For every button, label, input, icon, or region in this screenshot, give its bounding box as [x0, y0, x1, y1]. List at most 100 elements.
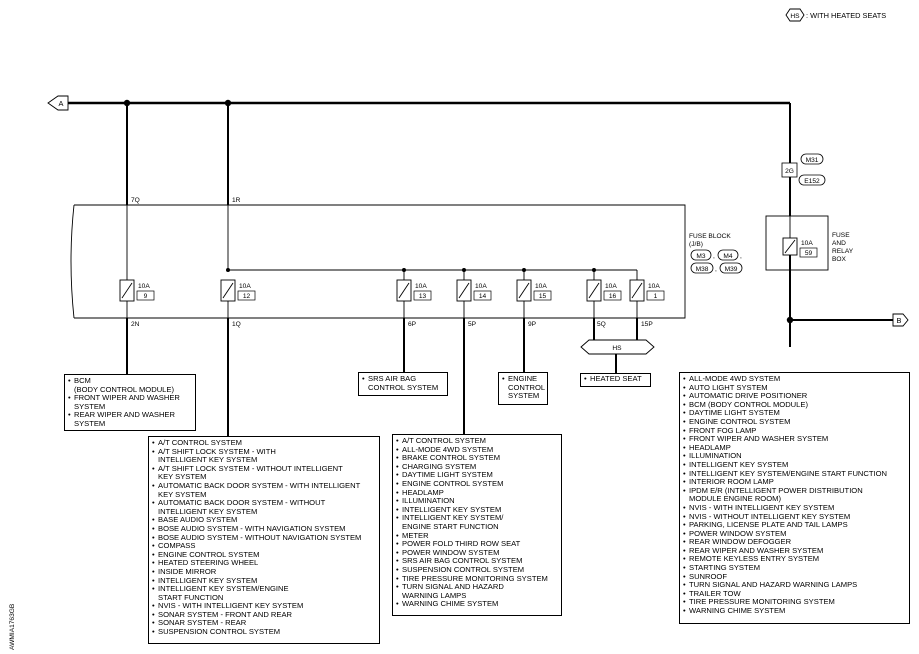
relay-box-title: RELAY: [832, 248, 854, 255]
system-list-item: INTERIOR ROOM LAMP: [683, 478, 906, 487]
separator-comma: ,: [715, 266, 717, 273]
system-list-item: SUSPENSION CONTROL SYSTEM: [396, 565, 558, 575]
system-list-item: AUTOMATIC DRIVE POSITIONER: [683, 392, 906, 401]
fuse-symbol-element: [222, 282, 234, 299]
system-list-item: IPDM E/R (INTELLIGENT POWER DISTRIBUTION: [683, 486, 906, 496]
system-list-item: HEATED SEAT: [584, 374, 647, 384]
fuse-number-box: [603, 290, 622, 301]
connector-tag-label: M31: [806, 157, 819, 164]
system-list-item: PARKING, LICENSE PLATE AND TAIL LAMPS: [683, 520, 906, 530]
connector-tag: [690, 262, 714, 274]
system-list-item: COMPASS: [152, 542, 376, 551]
fuse-block-subtitle: (J/B): [689, 241, 703, 248]
separator-comma: ,: [740, 253, 742, 260]
fuse12-systems-box: A/T CONTROL SYSTEM A/T SHIFT LOCK SYSTEM …: [148, 436, 380, 644]
system-list-item: TIRE PRESSURE MONITORING SYSTEM: [683, 598, 906, 607]
hs-option-tag: [580, 339, 655, 355]
system-list-item: BASE AUDIO SYSTEM: [152, 516, 376, 525]
system-list-item: INTELLIGENT KEY SYSTEM/: [396, 514, 558, 523]
connector-tag: [798, 174, 826, 186]
system-list-item: DAYTIME LIGHT SYSTEM: [683, 409, 906, 418]
system-list-item: POWER FOLD THIRD ROW SEAT: [396, 540, 558, 549]
connector-tag: [717, 249, 739, 261]
connector-a-label: A: [59, 99, 64, 108]
fuse-symbol-element: [398, 282, 410, 299]
system-list-item: INTELLIGENT KEY SYSTEM/ENGINE: [152, 584, 376, 594]
relay-box-systems-box: ALL-MODE 4WD SYSTEMAUTO LIGHT SYSTEMAUTO…: [679, 372, 910, 624]
system-list-item: BOSE AUDIO SYSTEM - WITH NAVIGATION SYST…: [152, 524, 376, 534]
system-list-item: SRS AIR BAG: [362, 374, 444, 384]
system-list-item-continuation: START FUNCTION: [158, 592, 224, 602]
pin-label: 9P: [528, 321, 537, 328]
fuse-number-box: [413, 290, 432, 301]
connector-tag: [800, 153, 824, 165]
system-list-item: REAR WIPER AND WASHER: [68, 411, 192, 420]
system-list-item: FRONT WIPER AND WASHER SYSTEM: [683, 435, 906, 444]
system-list-item: FRONT FOG LAMP: [683, 426, 906, 436]
system-list-item-continuation: KEY SYSTEM: [158, 489, 207, 499]
fuse-amp: 10A: [138, 283, 150, 290]
system-list-item: FRONT WIPER AND WASHER: [68, 394, 192, 403]
system-list-item-continuation: INTELLIGENT KEY SYSTEM: [158, 506, 258, 516]
system-list-item-continuation: CONTROL: [508, 382, 546, 392]
pin-label: 7Q: [131, 197, 140, 204]
system-list-item: ILLUMINATION: [396, 497, 558, 506]
system-list-item: INTELLIGENT KEY SYSTEM: [683, 460, 906, 470]
fuse-symbol-element: [458, 282, 470, 299]
fuse-symbol-element: [518, 282, 530, 299]
fuse-number: 1: [654, 293, 658, 300]
system-list-item-continuation: MODULE ENGINE ROOM): [689, 494, 781, 504]
system-list-item: AUTOMATIC BACK DOOR SYSTEM - WITH INTELL…: [152, 481, 376, 491]
fuse-symbol-element: [588, 282, 600, 299]
system-list-item: SUSPENSION CONTROL SYSTEM: [152, 627, 376, 637]
pin-label: 1Q: [232, 321, 241, 328]
system-list-item: INSIDE MIRROR: [152, 567, 376, 577]
fuse-amp: 10A: [415, 283, 427, 290]
system-list-item: ENGINE CONTROL SYSTEM: [683, 417, 906, 427]
heated-seat-box: HEATED SEAT: [580, 373, 651, 387]
system-list-item: METER: [396, 531, 558, 541]
connector-tag: [690, 249, 712, 261]
system-list-item: TIRE PRESSURE MONITORING SYSTEM: [396, 574, 558, 584]
system-list-item: ALL-MODE 4WD SYSTEM: [683, 374, 906, 384]
system-list-item-continuation: KEY SYSTEM: [158, 472, 207, 482]
system-list-item: INTELLIGENT KEY SYSTEM: [152, 576, 376, 586]
legend-hs-tag: [785, 8, 805, 22]
system-list-item: NVIS - WITH INTELLIGENT KEY SYSTEM: [152, 602, 376, 611]
system-list-item: ENGINE CONTROL SYSTEM: [152, 550, 376, 560]
system-list-item: SONAR SYSTEM - REAR: [152, 619, 376, 628]
system-list-item-continuation: INTELLIGENT KEY SYSTEM: [158, 455, 258, 465]
fuse-number-box: [473, 290, 492, 301]
system-list-item: HEADLAMP: [683, 443, 906, 453]
system-list-item: SONAR SYSTEM - FRONT AND REAR: [152, 610, 376, 620]
fuse-number-box: [799, 247, 818, 258]
system-list-item: A/T SHIFT LOCK SYSTEM - WITHOUT INTELLIG…: [152, 464, 376, 474]
system-list-item: BCM (BODY CONTROL MODULE): [683, 400, 906, 410]
system-list-item: WARNING CHIME SYSTEM: [396, 600, 558, 609]
connector-a-arrow: [47, 95, 69, 111]
system-list-item: ENGINE CONTROL SYSTEM: [396, 479, 558, 489]
system-list-item: POWER WINDOW SYSTEM: [683, 529, 906, 539]
pin-label: 2G: [785, 168, 794, 175]
system-list-item: AUTOMATIC BACK DOOR SYSTEM - WITHOUT: [152, 499, 376, 508]
system-list-item: BOSE AUDIO SYSTEM - WITHOUT NAVIGATION S…: [152, 533, 376, 543]
connector-tag-label: M4: [723, 253, 732, 260]
system-list-item: HEATED STEERING WHEEL: [152, 559, 376, 568]
fuse-number-box: [136, 290, 155, 301]
fuse-block-outline: [74, 204, 686, 319]
system-list-item: NVIS - WITHOUT INTELLIGENT KEY SYSTEM: [683, 512, 906, 522]
legend: HS : WITH HEATED SEATS: [785, 8, 886, 22]
fuse-symbol-element: [784, 239, 796, 254]
system-list-item: WARNING CHIME SYSTEM: [683, 606, 906, 616]
pin-label: 2N: [131, 321, 140, 328]
system-list-item: TURN SIGNAL AND HAZARD WARNING LAMPS: [683, 581, 906, 590]
system-list-item-continuation: ENGINE START FUNCTION: [402, 521, 499, 531]
pin-label: 1R: [232, 197, 241, 204]
relay-box-title: BOX: [832, 256, 847, 263]
system-list-item: A/T CONTROL SYSTEM: [152, 438, 376, 448]
fuse-symbol-element: [631, 282, 643, 299]
system-list-item: NVIS - WITH INTELLIGENT KEY SYSTEM: [683, 503, 906, 513]
pin-label: 6P: [408, 321, 417, 328]
